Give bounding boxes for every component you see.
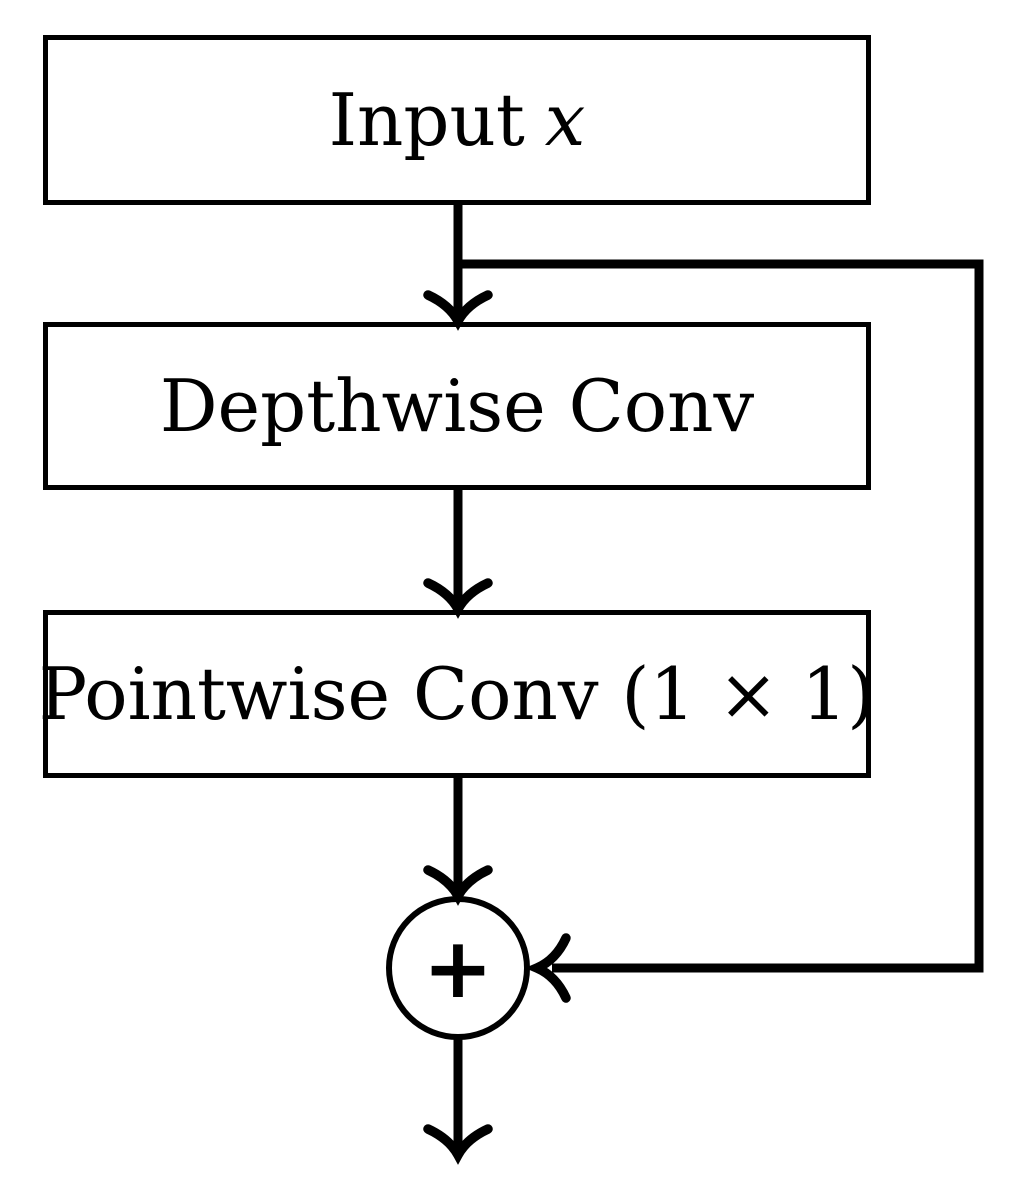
node-input-box: Input x <box>43 35 871 205</box>
node-pointwise-label: Pointwise Conv (1 × 1) <box>38 652 876 736</box>
arrowhead-down-output-icon <box>423 1124 493 1165</box>
arrowhead-down-into-pointwise-icon <box>423 578 493 619</box>
node-depthwise-label: Depthwise Conv <box>159 364 755 448</box>
arrowhead-left-skip-into-sum-icon <box>524 933 571 1003</box>
arrowhead-down-into-sum-icon <box>423 865 493 906</box>
node-input-label: Input <box>328 78 525 162</box>
node-depthwise-box: Depthwise Conv <box>43 322 871 490</box>
node-input-variable: x <box>544 78 586 162</box>
arrowhead-down-into-depthwise-icon <box>423 290 493 331</box>
node-pointwise-box: Pointwise Conv (1 × 1) <box>39 610 875 778</box>
sum-node-plus-symbol: + <box>422 919 494 1017</box>
